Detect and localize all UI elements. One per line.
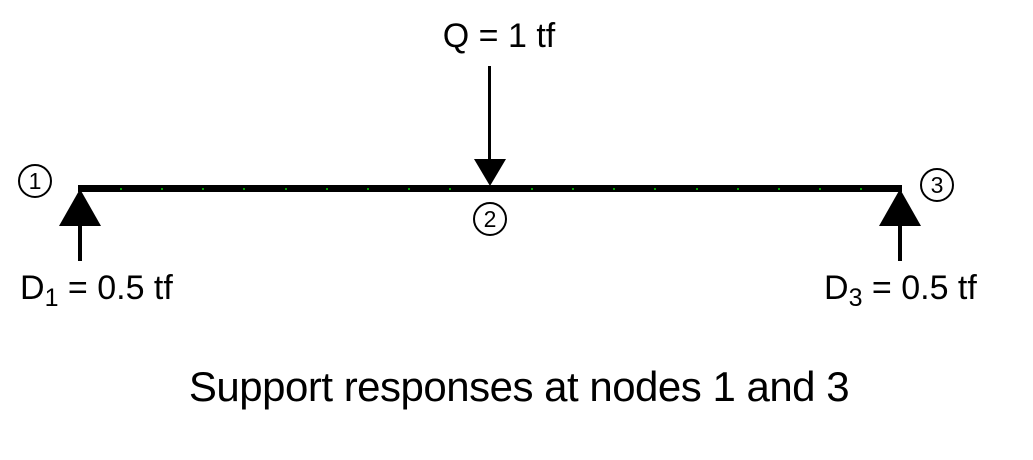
mesh-dot — [366, 187, 369, 190]
mesh-dot — [572, 187, 575, 190]
mesh-dot — [448, 187, 451, 190]
node-2-circle: 2 — [473, 202, 507, 236]
load-arrow-shaft — [488, 66, 491, 162]
right-reaction-subscript: 3 — [848, 284, 863, 312]
mesh-dot — [407, 187, 410, 190]
up-arrow-icon — [59, 189, 101, 226]
load-label: Q = 1 tf — [442, 17, 556, 55]
mesh-dot — [859, 187, 862, 190]
mesh-dot — [531, 187, 534, 190]
mesh-dot — [777, 187, 780, 190]
mesh-dot — [695, 187, 698, 190]
left-reaction-symbol: D — [20, 269, 45, 307]
down-arrow-icon — [474, 159, 506, 186]
left-reaction-label: D1 = 0.5 tf — [20, 268, 173, 311]
right-reaction-symbol: D — [824, 269, 849, 307]
mesh-dot — [818, 187, 821, 190]
diagram-caption: Support responses at nodes 1 and 3 — [188, 363, 850, 410]
mesh-dot — [284, 187, 287, 190]
right-reaction-shaft — [898, 224, 902, 261]
mesh-dot — [325, 187, 328, 190]
right-reaction-value: = 0.5 tf — [862, 269, 977, 307]
node-3-circle: 3 — [920, 168, 954, 202]
mesh-dot — [120, 187, 123, 190]
mesh-dot — [161, 187, 164, 190]
mesh-dot — [736, 187, 739, 190]
mesh-dot — [654, 187, 657, 190]
beam-line — [78, 185, 902, 192]
left-reaction-shaft — [78, 224, 82, 261]
up-arrow-icon — [879, 189, 921, 226]
right-reaction-label: D3 = 0.5 tf — [824, 268, 977, 311]
left-reaction-subscript: 1 — [44, 284, 59, 312]
mesh-dot — [202, 187, 205, 190]
left-reaction-value: = 0.5 tf — [58, 269, 173, 307]
mesh-dot — [613, 187, 616, 190]
mesh-dot — [243, 187, 246, 190]
node-1-circle: 1 — [18, 164, 52, 198]
